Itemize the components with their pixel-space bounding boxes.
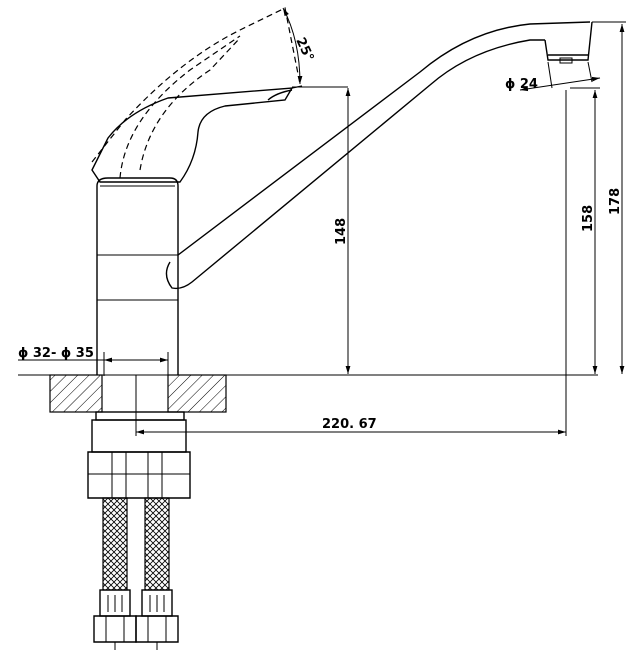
supply-hose-right — [135, 497, 179, 650]
handle-rotated-position — [91, 7, 301, 179]
total-height-label: 178 — [608, 188, 623, 215]
spout — [165, 21, 593, 290]
supply-hose-left — [93, 497, 137, 650]
lever-angle-indicator — [282, 7, 348, 88]
mounting-shank — [87, 411, 191, 499]
lever-angle-label: 25° — [292, 35, 316, 64]
spout-height-label: 148 — [334, 218, 349, 245]
spout-reach-label: 220. 67 — [322, 417, 377, 432]
outlet-height-label: 158 — [581, 205, 596, 232]
outlet-height-dimension — [570, 87, 600, 374]
spout-reach-dimension — [135, 90, 567, 436]
mount-hole-dimension — [18, 352, 169, 376]
total-height-dimension — [592, 21, 626, 374]
mount-hole-label: ϕ 32- ϕ 35 — [18, 346, 94, 361]
countertop — [18, 374, 598, 413]
faucet-body — [96, 177, 179, 375]
outlet-diameter-dimension — [519, 61, 601, 92]
handle — [91, 85, 303, 183]
outlet-diameter-label: ϕ 24 — [505, 77, 538, 92]
